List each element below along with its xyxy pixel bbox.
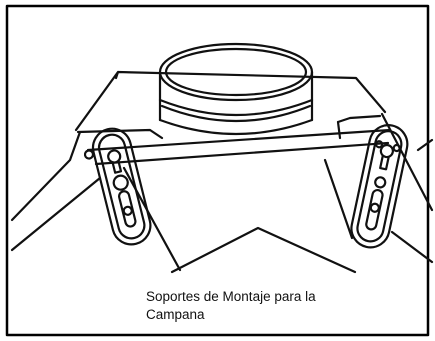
figure-frame bbox=[5, 4, 430, 337]
right-mounting-bracket bbox=[350, 124, 409, 249]
caption-line-2: Campana bbox=[146, 307, 205, 322]
figure-caption: Soportes de Montaje para la Campana bbox=[146, 288, 376, 324]
hood-left-side bbox=[10, 130, 102, 252]
hood-right-side bbox=[380, 112, 434, 264]
hood-top-plate bbox=[74, 70, 387, 132]
left-mounting-bracket bbox=[83, 127, 152, 246]
duct-collar bbox=[158, 42, 314, 136]
hood-lower-edge bbox=[122, 158, 357, 274]
caption-line-1: Soportes de Montaje para la bbox=[146, 289, 316, 304]
